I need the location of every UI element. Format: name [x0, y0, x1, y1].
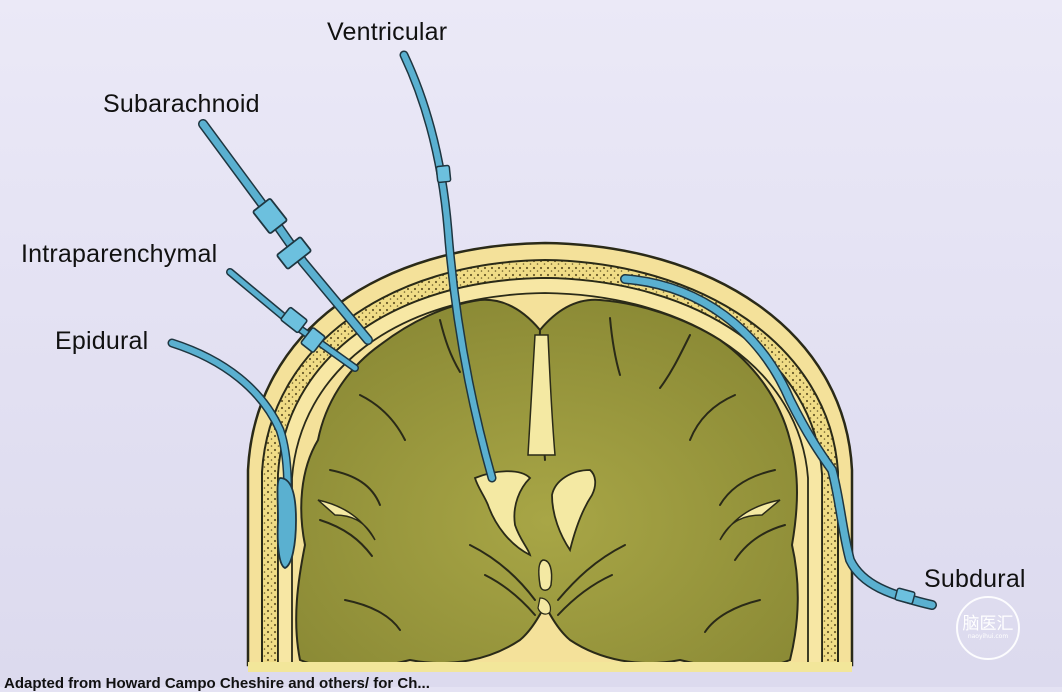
- right-lateral-ventricle: [551, 469, 597, 553]
- label-subarachnoid: Subarachnoid: [103, 90, 260, 118]
- label-ventricular: Ventricular: [327, 18, 448, 46]
- left-sylvian-fissure: [317, 499, 376, 541]
- subdural-catheter: [620, 274, 937, 610]
- brain-sulci: [319, 317, 786, 633]
- watermark-logo: 脑医汇 naoyihui.com: [956, 596, 1020, 660]
- ventricular-catheter: [399, 50, 497, 483]
- label-intraparenchymal: Intraparenchymal: [21, 240, 218, 268]
- base-strip: [248, 662, 852, 672]
- label-epidural: Epidural: [55, 327, 149, 355]
- third-ventricle: [538, 559, 553, 591]
- left-lateral-ventricle: [473, 470, 532, 557]
- right-sylvian-fissure: [719, 499, 781, 541]
- watermark-sub-text: naoyihui.com: [967, 633, 1009, 640]
- subarachnoid-bolt: [198, 119, 373, 345]
- epidural-sensor: [167, 338, 297, 569]
- basal-cistern: [537, 597, 552, 615]
- longitudinal-fissure: [527, 334, 556, 456]
- intraparenchymal-probe: [226, 268, 359, 372]
- watermark-main-text: 脑医汇: [962, 614, 1014, 634]
- figure-caption: Adapted from Howard Campo Cheshire and o…: [4, 675, 430, 692]
- label-subdural: Subdural: [924, 565, 1026, 593]
